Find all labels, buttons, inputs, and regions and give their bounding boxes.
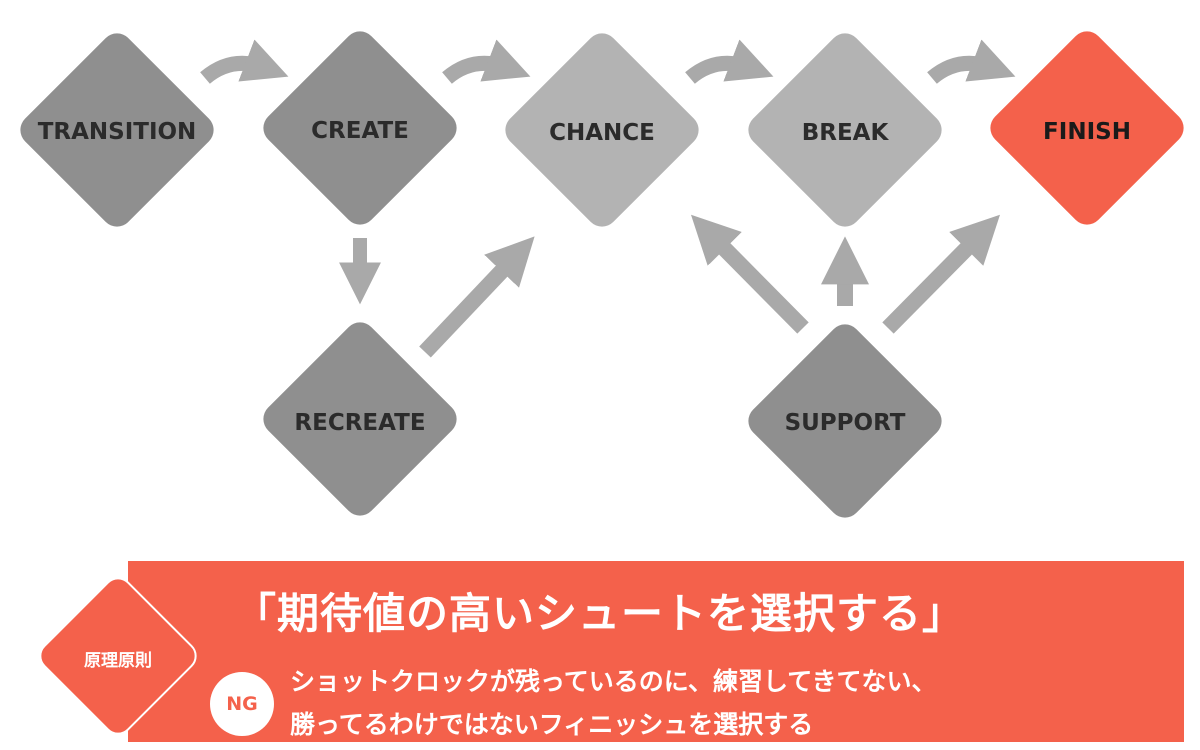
node-recreate: RECREATE — [263, 322, 457, 516]
node-finish-label: FINISH — [1043, 119, 1131, 145]
ng-description-line2: 勝ってるわけではないフィニッシュを選択する — [290, 710, 814, 739]
node-break-label: BREAK — [802, 120, 890, 146]
arrow-support-to-chance — [690, 214, 809, 334]
principle-title: 「期待値の高いシュートを選択する」 — [234, 589, 966, 638]
node-create-label: CREATE — [311, 118, 409, 144]
node-chance: CHANCE — [505, 33, 699, 227]
principle-badge — [39, 577, 197, 735]
node-create: CREATE — [263, 31, 457, 225]
node-support-label: SUPPORT — [785, 410, 906, 436]
arrow-chance-to-break — [685, 39, 774, 84]
node-transition: TRANSITION — [20, 33, 214, 227]
node-finish: FINISH — [990, 31, 1184, 225]
node-recreate-label: RECREATE — [294, 410, 425, 436]
node-break: BREAK — [748, 33, 942, 227]
node-chance-label: CHANCE — [549, 120, 655, 146]
arrow-support-to-finish — [882, 214, 1001, 334]
flow-diagram: TRANSITION CREATE CHANCE BREAK FINISH RE… — [20, 31, 1184, 518]
principle-banner — [128, 561, 1184, 742]
arrow-recreate-to-chance — [419, 236, 535, 358]
ng-badge: NG — [210, 672, 274, 736]
arrow-break-to-finish — [927, 39, 1016, 84]
arrow-transition-to-create — [200, 39, 289, 84]
ng-description-line1: ショットクロックが残っているのに、練習してきてない、 — [290, 667, 937, 696]
node-transition-label: TRANSITION — [38, 119, 197, 145]
principle-badge-label: 原理原則 — [84, 651, 152, 671]
arrow-create-to-chance — [442, 39, 531, 84]
node-support: SUPPORT — [748, 324, 942, 518]
